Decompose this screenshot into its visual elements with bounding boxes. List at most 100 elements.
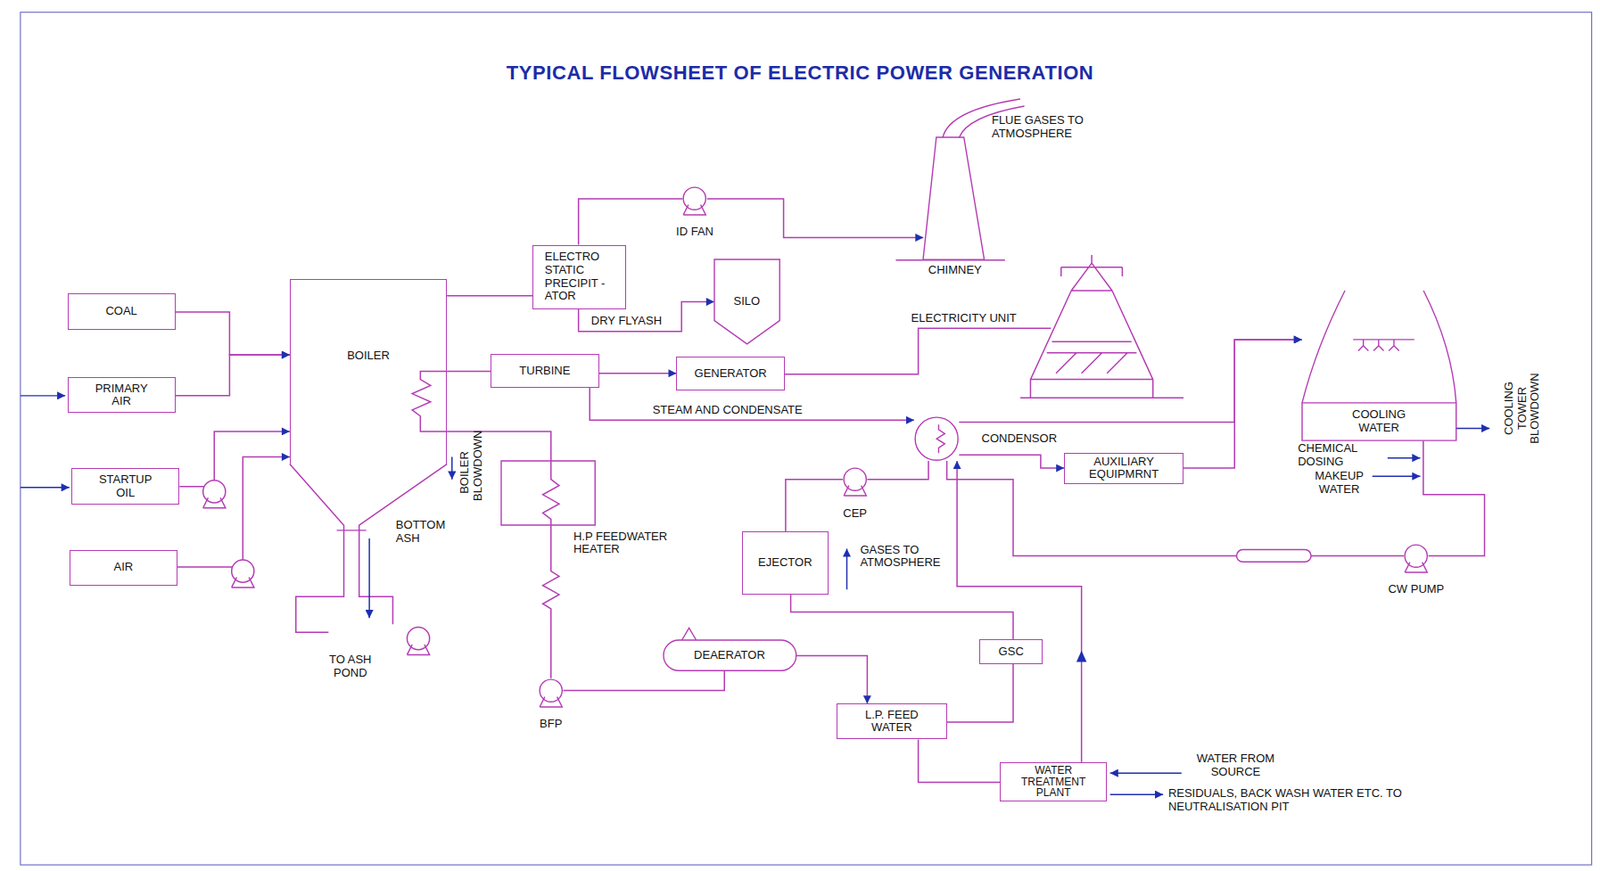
heater-coil xyxy=(543,461,560,526)
flow-line xyxy=(175,312,290,355)
node-text: DEAERATOR xyxy=(693,649,766,663)
node-text: CONDENSOR xyxy=(981,432,1058,446)
pump-symbol-outline xyxy=(842,467,867,492)
node-text: COOLING WATER xyxy=(1344,408,1414,435)
transmission-tower xyxy=(1020,255,1184,398)
connector-group xyxy=(175,198,1485,783)
input-box: COAL xyxy=(67,293,176,330)
vent-cap xyxy=(681,628,696,642)
inlet-arrow xyxy=(20,395,66,396)
pump-symbol: CW PUMP xyxy=(1403,544,1428,569)
edge-label: STEAM AND CONDENSATE xyxy=(651,404,805,418)
pump-symbol xyxy=(203,480,226,509)
pump-casing xyxy=(843,468,866,491)
pump-symbol: CEP xyxy=(842,467,867,492)
cooling-tower: COOLING WATER xyxy=(1302,290,1457,441)
flow-line xyxy=(179,431,290,487)
condenser-symbol-outline xyxy=(914,416,959,462)
pump-casing xyxy=(683,187,706,210)
diagram-title: TYPICAL FLOWSHEET OF ELECTRIC POWER GENE… xyxy=(0,61,1600,85)
chimney-shape-outline xyxy=(923,137,987,260)
node-text: AUXILIARY EQUIPMRNT xyxy=(1084,455,1163,482)
node-text: CEP xyxy=(842,507,867,521)
condenser-coil xyxy=(936,424,945,454)
node-text: STARTUP OIL xyxy=(94,473,157,500)
ash-arrow xyxy=(368,538,370,619)
flow-line xyxy=(785,479,843,532)
pump-base xyxy=(843,486,866,496)
flow-line xyxy=(791,594,1014,640)
node-text: GSC xyxy=(998,645,1024,660)
edge-label: DRY FLYASH xyxy=(589,314,664,329)
inlet-arrow xyxy=(20,486,70,488)
chimney-shape: CHIMNEY xyxy=(923,137,987,260)
node-text: ELECTRO STATIC PRECIPIT -ATOR xyxy=(544,250,615,303)
residual-arrow xyxy=(1110,793,1163,795)
flow-arrowhead xyxy=(1076,651,1087,663)
node-text: BFP xyxy=(539,717,562,732)
node-text: L.P. FEED WATER xyxy=(856,709,928,735)
node-text: SILO xyxy=(734,295,761,309)
note-label: MAKEUP WATER xyxy=(1308,470,1371,496)
process-box: L.P. FEED WATER xyxy=(836,703,948,740)
pump-symbol-outline xyxy=(538,678,563,703)
note-label: BOILER BLOWDOWN xyxy=(458,444,485,502)
process-box: EJECTOR xyxy=(742,531,829,595)
flow-line xyxy=(956,461,1082,763)
fan-symbol: ID FAN xyxy=(682,186,707,211)
flow-line xyxy=(446,371,491,373)
page-frame xyxy=(20,12,1592,866)
silo-outline xyxy=(714,259,780,345)
node-text: WATER TREATMENT PLANT xyxy=(1017,765,1089,800)
flow-line xyxy=(795,656,867,705)
blowdown-arrow xyxy=(451,457,453,480)
flow-line xyxy=(947,664,1014,723)
flow-line xyxy=(175,354,290,396)
node-text: H.P FEEDWATER HEATER xyxy=(573,530,694,557)
blowdown-arrow xyxy=(1455,428,1490,429)
flow-line xyxy=(958,454,1064,469)
process-box: WATER TREATMENT PLANT xyxy=(999,762,1107,802)
boiler-box: BOILER xyxy=(289,279,447,464)
process-box: GSC xyxy=(979,639,1043,664)
node-text: EJECTOR xyxy=(758,556,812,570)
flow-line xyxy=(589,387,915,421)
node-text: CW PUMP xyxy=(1387,583,1444,597)
line-label: ELECTRICITY UNIT xyxy=(911,312,1017,326)
node-text: TURBINE xyxy=(519,364,570,379)
node-text: AIR xyxy=(114,560,134,575)
power-line xyxy=(784,328,1052,374)
boiler-coil xyxy=(412,371,447,431)
flow-line xyxy=(1423,440,1485,556)
flow-line xyxy=(707,198,924,238)
generator-box: GENERATOR xyxy=(676,356,784,391)
note-label: TO ASH POND xyxy=(324,653,377,680)
boiler-hopper xyxy=(289,464,447,634)
pump-symbol xyxy=(406,627,429,656)
flow-line xyxy=(177,457,290,569)
strainer xyxy=(1237,550,1312,563)
flow-line xyxy=(918,739,1001,783)
tower-shell xyxy=(1302,290,1457,404)
node-text: GENERATOR xyxy=(694,367,768,381)
precipitator-box: ELECTRO STATIC PRECIPIT -ATOR xyxy=(532,245,627,310)
flow-line xyxy=(958,339,1302,423)
chimney-outline xyxy=(923,137,985,260)
flow-line xyxy=(1183,339,1303,469)
condenser-outline xyxy=(915,417,958,461)
input-box: STARTUP OIL xyxy=(71,468,180,505)
makeup-arrow xyxy=(1372,476,1421,478)
dosing-arrow xyxy=(1387,457,1421,459)
fan-symbol-outline xyxy=(682,186,707,211)
pump-symbol: BFP xyxy=(538,678,563,703)
node-text: ID FAN xyxy=(676,225,714,240)
pump-symbol-outline xyxy=(1403,544,1428,569)
note-label: WATER FROM SOURCE xyxy=(1186,752,1285,779)
input-box: AIR xyxy=(69,550,178,586)
flow-line xyxy=(562,671,725,692)
heater-box: H.P FEEDWATER HEATER xyxy=(501,461,595,526)
condenser-symbol: CONDENSOR xyxy=(914,416,959,462)
note-label: BOTTOM ASH xyxy=(395,519,454,545)
turbine-box: TURBINE xyxy=(490,354,599,388)
note-label: RESIDUALS, BACK WASH WATER ETC. TO NEUTR… xyxy=(1168,787,1436,814)
